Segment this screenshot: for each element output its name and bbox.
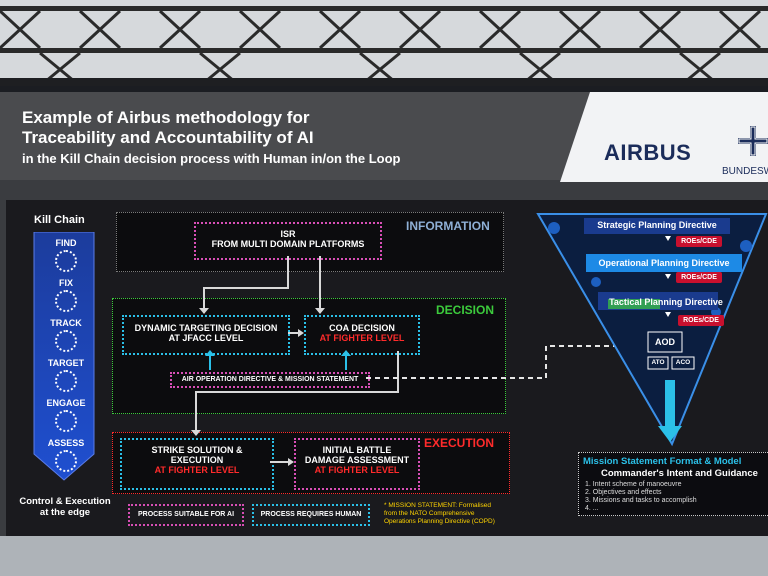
strike-line2: EXECUTION [170, 455, 224, 465]
planning-funnel [536, 213, 768, 447]
cycle-icon [55, 410, 77, 432]
ato-box: ATO [651, 359, 665, 366]
cycle-icon [55, 290, 77, 312]
screen-frame-bottom [0, 536, 768, 576]
roe-badge: ROEs/CDE [678, 315, 724, 326]
legend-ai: PROCESS SUITABLE FOR AI [128, 504, 244, 526]
battle-damage-box: INITIAL BATTLE DAMAGE ASSESSMENT AT FIGH… [294, 438, 420, 490]
slide-title-line1: Example of Airbus methodology for [22, 108, 310, 127]
isr-line2: FROM MULTI DOMAIN PLATFORMS [211, 239, 365, 249]
strike-line3: AT FIGHTER LEVEL [154, 465, 240, 475]
slide-header: Example of Airbus methodology for Tracea… [0, 92, 590, 180]
mission-item: 3. Missions and tasks to accomplish [585, 497, 697, 504]
bda-line3: AT FIGHTER LEVEL [314, 465, 400, 475]
bda-line2: DAMAGE ASSESSMENT [304, 455, 410, 465]
dynamic-targeting-box: DYNAMIC TARGETING DECISION AT JFACC LEVE… [122, 315, 290, 355]
operational-planning-directive: Operational Planning Directive [598, 258, 730, 268]
logo-panel [560, 92, 768, 182]
kill-chain-footer: Control & Execution at the edge [10, 496, 120, 518]
mission-footnote: * MISSION STATEMENT: Formalised from the… [384, 502, 495, 526]
kill-chain-footer-line1: Control & Execution [19, 496, 111, 507]
strike-solution-box: STRIKE SOLUTION & EXECUTION AT FIGHTER L… [120, 438, 274, 490]
roe-badge: ROEs/CDE [676, 236, 722, 247]
airbus-logo: AIRBUS [604, 140, 692, 165]
kill-chain-arrow [33, 232, 95, 481]
footnote-line3: Operations Planning Directive (COPD) [384, 518, 495, 525]
coa-decision-box: COA DECISION AT FIGHTER LEVEL [304, 315, 420, 355]
decision-label: DECISION [436, 303, 495, 317]
strike-line1: STRIKE SOLUTION & [151, 445, 243, 455]
legend-human: PROCESS REQUIRES HUMAN [252, 504, 370, 526]
decision-panel [112, 298, 506, 414]
execution-label: EXECUTION [424, 436, 495, 450]
stage-track: TRACK [50, 318, 82, 328]
strategic-planning-directive: Strategic Planning Directive [597, 220, 717, 230]
bundeswehr-cross-icon [738, 126, 768, 156]
mission-item: 1. Intent scheme of manoeuvre [585, 481, 682, 488]
aco-box: ACO [675, 359, 691, 366]
cycle-icon [55, 450, 77, 472]
footnote-line1: * MISSION STATEMENT: Formalised [384, 502, 492, 509]
stage-assess: ASSESS [47, 438, 85, 448]
coa-line2: AT FIGHTER LEVEL [319, 333, 405, 343]
isr-line1: ISR [280, 229, 296, 239]
stage-target: TARGET [47, 358, 85, 368]
roe-badge: ROEs/CDE [676, 272, 722, 283]
information-label: INFORMATION [406, 219, 490, 233]
coa-line1: COA DECISION [329, 323, 395, 333]
tactical-planning-directive: Tactical Planning Directive [609, 297, 723, 307]
mission-subtitle: Commander's Intent and Guidance [601, 468, 758, 479]
ceiling-truss [0, 0, 768, 86]
dynamic-line2: AT JFACC LEVEL [168, 333, 244, 343]
cycle-icon [55, 330, 77, 352]
stage-fix: FIX [58, 278, 73, 288]
mission-item: 4. ... [585, 505, 599, 512]
kill-chain-title: Kill Chain [34, 214, 85, 226]
mission-item: 2. Objectives and effects [585, 489, 662, 496]
dynamic-line1: DYNAMIC TARGETING DECISION [134, 323, 278, 333]
kill-chain-footer-line2: at the edge [39, 507, 91, 518]
slide-subtitle: in the Kill Chain decision process with … [22, 151, 401, 166]
cycle-icon [55, 370, 77, 392]
slide-title-line2: Traceability and Accountability of AI [22, 128, 314, 147]
mission-title: Mission Statement Format & Model [583, 456, 742, 467]
footnote-line2: from the NATO Comprehensive [384, 510, 475, 517]
stage-engage: ENGAGE [46, 398, 86, 408]
bda-line1: INITIAL BATTLE [322, 445, 392, 455]
mission-statement-panel: Mission Statement Format & Model Command… [578, 452, 768, 516]
cycle-icon [55, 250, 77, 272]
aod-box: AOD [655, 337, 675, 347]
bundeswehr-label: BUNDESW [722, 166, 768, 177]
aod-directive-box: AIR OPERATION DIRECTIVE & MISSION STATEM… [170, 372, 370, 388]
stage-find: FIND [55, 238, 77, 248]
execution-panel [112, 432, 510, 494]
